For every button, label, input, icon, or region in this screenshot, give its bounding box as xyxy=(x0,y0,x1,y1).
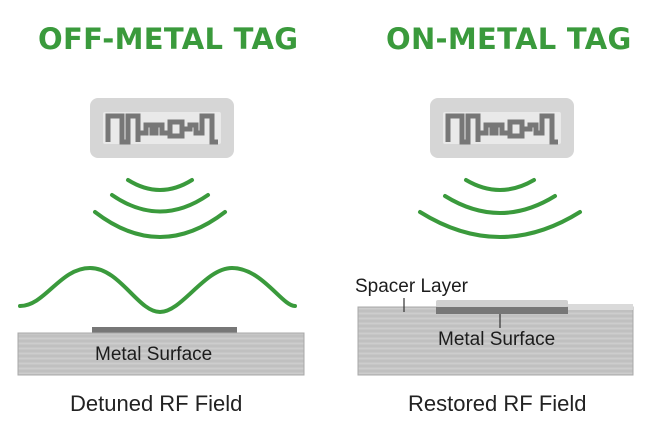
metal-surface-right xyxy=(357,300,634,376)
rfid-tag-icon xyxy=(430,98,574,158)
spacer-layer xyxy=(436,300,568,307)
spacer-layer-label: Spacer Layer xyxy=(355,276,469,297)
restored-field-caption: Restored RF Field xyxy=(408,391,587,416)
rf-wave-icon xyxy=(93,178,227,239)
on-metal-title: ON-METAL TAG xyxy=(386,22,632,56)
metal-surface-label-right: Metal Surface xyxy=(438,329,556,350)
off-metal-title: OFF-METAL TAG xyxy=(38,22,299,56)
rfid-tag-icon xyxy=(90,98,234,158)
detuned-wave xyxy=(18,265,297,315)
detuned-field-caption: Detuned RF Field xyxy=(70,391,243,416)
metal-surface-label-left: Metal Surface xyxy=(95,344,213,365)
metal-surface-left xyxy=(17,327,305,376)
rf-wave-icon xyxy=(418,178,582,239)
